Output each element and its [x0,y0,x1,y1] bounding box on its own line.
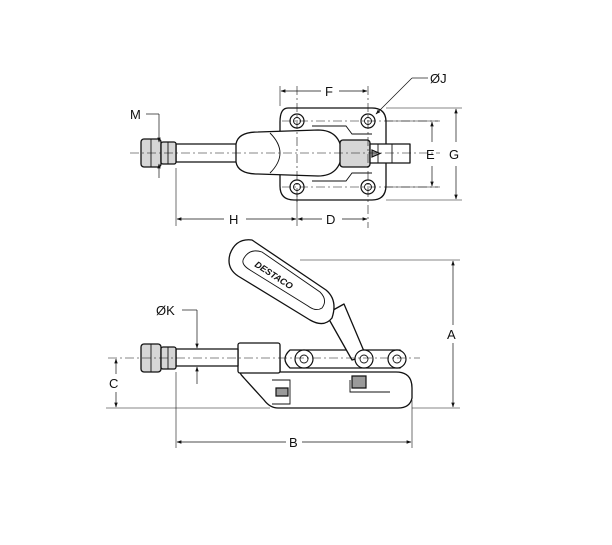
label-G: G [449,147,459,162]
dimension-E: E [386,120,440,188]
dimension-J: ØJ [375,71,447,115]
side-handle-grip [228,239,335,325]
top-inner-frame [312,125,372,182]
label-H: H [229,212,238,227]
label-M: M [130,107,141,122]
side-pivot-pins [294,349,407,369]
label-F: F [325,84,333,99]
dimension-F: F [279,84,368,106]
side-view: DESTACO [108,239,420,409]
dimension-D: D [297,212,368,227]
top-plunger-tip [369,143,411,164]
label-D: D [326,212,335,227]
top-plunger-guide [339,139,371,168]
dimension-H: H [175,168,298,227]
side-plunger-rod [175,348,239,367]
label-K: ØK [156,303,175,318]
top-view [130,86,440,228]
dimension-C: C [106,358,270,409]
dimension-A: A [300,259,460,409]
dimension-K: ØK [156,303,199,384]
label-A: A [447,327,456,342]
dimension-M: M [130,107,161,178]
label-B: B [289,435,298,450]
dimension-G: G [386,107,462,201]
label-J: ØJ [430,71,447,86]
label-C: C [109,376,118,391]
label-E: E [426,147,435,162]
dimension-B: B [175,372,413,450]
